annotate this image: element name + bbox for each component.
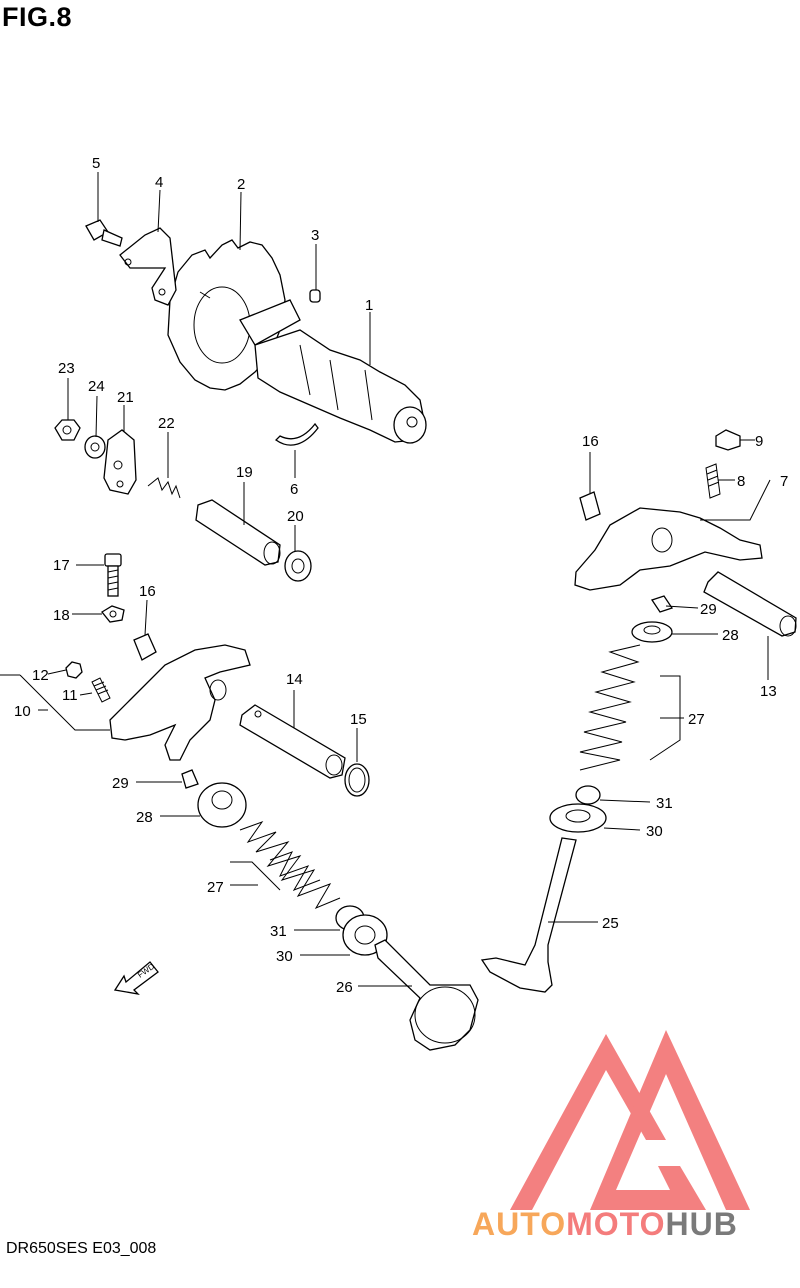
brand-moto: MOTO bbox=[566, 1206, 665, 1242]
adjust-screw-11 bbox=[91, 677, 111, 703]
cotter-29-left bbox=[181, 769, 199, 789]
cam-retaining-ring bbox=[274, 422, 319, 446]
callout-13: 13 bbox=[760, 683, 777, 700]
callout-17: 17 bbox=[53, 557, 70, 574]
adjust-nut-12 bbox=[65, 661, 83, 679]
callout-4: 4 bbox=[155, 174, 163, 191]
o-ring-15 bbox=[344, 763, 370, 797]
shim-16-right bbox=[579, 491, 601, 521]
retainer-28-left bbox=[197, 782, 247, 828]
callout-15: 15 bbox=[350, 711, 367, 728]
logo-left-peak bbox=[510, 1034, 666, 1210]
callout-29-left: 29 bbox=[112, 775, 129, 792]
shim-16-left bbox=[133, 633, 157, 661]
decomp-shaft-19 bbox=[195, 499, 281, 566]
callout-27-right: 27 bbox=[688, 711, 705, 728]
callout-29-right: 29 bbox=[700, 601, 717, 618]
callout-8: 8 bbox=[737, 473, 745, 490]
callout-6: 6 bbox=[290, 481, 298, 498]
nut-23 bbox=[54, 419, 81, 441]
leader-lines bbox=[0, 172, 771, 987]
callout-21: 21 bbox=[117, 389, 134, 406]
callout-9: 9 bbox=[755, 433, 763, 450]
callout-19: 19 bbox=[236, 464, 253, 481]
callout-27-left: 27 bbox=[207, 879, 224, 896]
rocker-shaft-13 bbox=[703, 571, 797, 637]
brand-hub: HUB bbox=[665, 1206, 737, 1242]
cam-lock-plate bbox=[119, 227, 177, 306]
callout-16-right: 16 bbox=[582, 433, 599, 450]
seal-31-right bbox=[575, 785, 601, 805]
washer-18 bbox=[101, 605, 125, 623]
callout-22: 22 bbox=[158, 415, 175, 432]
automotohub-watermark: AUTOMOTOHUB bbox=[472, 1030, 750, 1242]
rocker-arm-intake bbox=[109, 644, 251, 761]
callout-30-right: 30 bbox=[646, 823, 663, 840]
callout-7: 7 bbox=[780, 473, 788, 490]
callout-3: 3 bbox=[311, 227, 319, 244]
brand-name: AUTOMOTOHUB bbox=[472, 1206, 738, 1242]
callout-30-left: 30 bbox=[276, 948, 293, 965]
callout-24: 24 bbox=[88, 378, 105, 395]
automotohub-logo-mark bbox=[510, 1030, 750, 1210]
brand-auto: AUTO bbox=[472, 1206, 566, 1242]
callout-26: 26 bbox=[336, 979, 353, 996]
forward-direction-arrow: FWD bbox=[113, 961, 159, 995]
callout-16-left: 16 bbox=[139, 583, 156, 600]
rocker-arm-exhaust bbox=[574, 507, 763, 591]
diagram-code: DR650SES E03_008 bbox=[6, 1240, 157, 1257]
callout-12: 12 bbox=[32, 667, 49, 684]
callout-20: 20 bbox=[287, 508, 304, 525]
callout-25: 25 bbox=[602, 915, 619, 932]
logo-right-peak bbox=[590, 1030, 750, 1210]
callout-numbers: 1 2 3 4 5 6 7 8 9 10 11 12 13 14 15 16 1… bbox=[14, 155, 788, 996]
retainer-28-right bbox=[631, 621, 673, 643]
dowel-pin bbox=[309, 289, 321, 303]
callout-31-right: 31 bbox=[656, 795, 673, 812]
callout-23: 23 bbox=[58, 360, 75, 377]
callout-31-left: 31 bbox=[270, 923, 287, 940]
adjust-screw-8 bbox=[705, 463, 721, 499]
camshaft bbox=[239, 299, 427, 444]
callout-14: 14 bbox=[286, 671, 303, 688]
seat-30-right bbox=[549, 803, 607, 833]
oil-seal-20 bbox=[284, 550, 312, 582]
rocker-shaft-14 bbox=[239, 704, 346, 779]
callout-18: 18 bbox=[53, 607, 70, 624]
figure-title: FIG.8 bbox=[2, 2, 73, 32]
cotter-29-right bbox=[650, 595, 674, 613]
callout-10: 10 bbox=[14, 703, 31, 720]
exhaust-valve-26 bbox=[374, 939, 479, 1051]
valve-spring-27-right bbox=[579, 644, 641, 771]
callout-11: 11 bbox=[62, 687, 78, 704]
cam-sprocket-bolt bbox=[85, 219, 123, 247]
callout-1: 1 bbox=[365, 297, 373, 314]
adjust-nut-9 bbox=[715, 429, 741, 451]
washer-24 bbox=[84, 435, 106, 459]
valve-spring-27-left bbox=[239, 820, 341, 910]
bolt-17 bbox=[104, 553, 122, 597]
intake-valve-25 bbox=[480, 837, 577, 993]
callout-28-right: 28 bbox=[722, 627, 739, 644]
decomp-spring-22 bbox=[147, 477, 181, 499]
decomp-plate-21 bbox=[103, 429, 137, 495]
callout-28-left: 28 bbox=[136, 809, 153, 826]
callout-5: 5 bbox=[92, 155, 100, 172]
callout-2: 2 bbox=[237, 176, 245, 193]
